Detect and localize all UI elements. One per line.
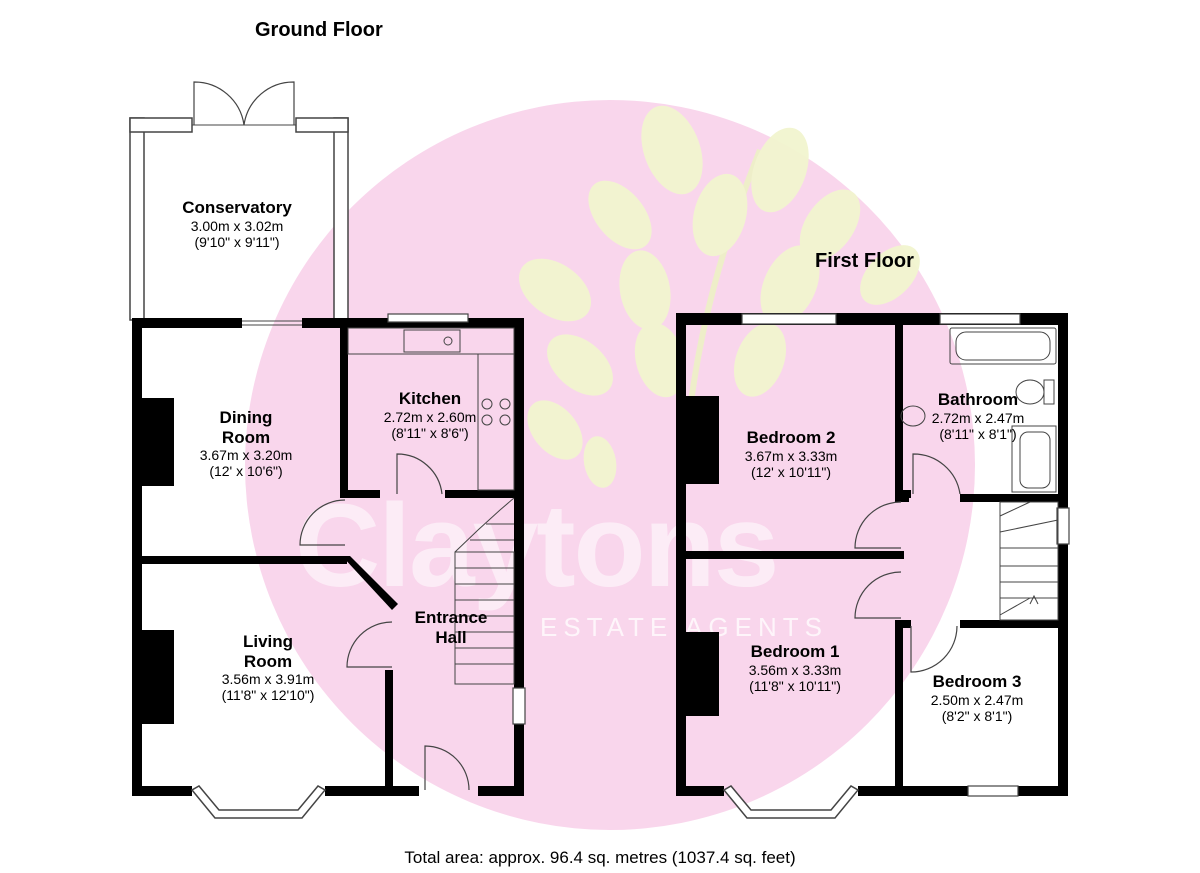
- kitchen-door: [396, 453, 443, 495]
- room-name: Living Room: [242, 632, 294, 671]
- bedroom3-door: [910, 625, 958, 673]
- room-name: Conservatory: [182, 198, 292, 217]
- room-name: Bathroom: [937, 390, 1019, 409]
- room-dimensions: 3.67m x 3.33m: [744, 447, 838, 464]
- room-label-bathroom: Bathroom 2.72m x 2.47m (8'11" x 8'1"): [932, 390, 1025, 442]
- room-dimensions: 2.50m x 2.47m: [930, 691, 1024, 708]
- bath: [949, 327, 1057, 365]
- watermark-leaves: [518, 105, 920, 488]
- room-label-entrance-hall: Entrance Hall: [415, 608, 488, 647]
- kitchen-units: [347, 327, 515, 491]
- room-dimensions: 3.67m x 3.20m: [199, 447, 293, 464]
- bedroom1-door: [854, 571, 902, 619]
- room-dimensions-imperial: (8'2" x 8'1"): [941, 707, 1013, 724]
- room-label-living-room: Living Room 3.56m x 3.91m (11'8" x 12'10…: [222, 632, 315, 703]
- room-dimensions-imperial: (8'11" x 8'6"): [391, 424, 469, 441]
- conservatory-french-doors: [193, 81, 295, 126]
- bedroom2-window: [741, 313, 837, 325]
- first-bay-window: [722, 785, 860, 819]
- hob-ring: [481, 398, 493, 410]
- room-dimensions-imperial: (11'8" x 12'10"): [221, 687, 315, 704]
- hall-window: [512, 687, 526, 725]
- kitchen-sink: [403, 329, 461, 353]
- ground-stairs: [454, 497, 515, 685]
- first-floor-title: First Floor: [815, 250, 914, 272]
- room-label-bedroom-2: Bedroom 2 3.67m x 3.33m (12' x 10'11"): [745, 428, 838, 480]
- room-name: Dining Room: [219, 408, 273, 447]
- ground-floor-doors: [299, 453, 470, 791]
- first-floor-doors: [854, 453, 961, 673]
- room-dimensions: 2.72m x 2.47m: [931, 409, 1025, 426]
- room-name: Bedroom 1: [750, 642, 840, 661]
- room-dimensions: 3.56m x 3.33m: [748, 661, 842, 678]
- room-name: Entrance Hall: [414, 608, 488, 647]
- ground-floor-walls: [132, 318, 524, 796]
- bedroom2-door: [854, 501, 902, 549]
- ground-bay-window: [190, 785, 327, 819]
- total-area: Total area: approx. 96.4 sq. metres (103…: [404, 848, 796, 867]
- ground-floor-title: Ground Floor: [255, 19, 383, 41]
- bathroom-door: [912, 453, 961, 495]
- landing-window: [1056, 507, 1070, 545]
- room-dimensions-imperial: (9'10" x 9'11"): [194, 233, 280, 250]
- room-dimensions-imperial: (12' x 10'6"): [209, 463, 283, 480]
- room-dimensions: 2.72m x 2.60m: [383, 408, 477, 425]
- room-label-kitchen: Kitchen 2.72m x 2.60m (8'11" x 8'6"): [384, 389, 477, 441]
- room-name: Bedroom 2: [746, 428, 836, 447]
- dining-door: [299, 499, 346, 546]
- room-label-bedroom-3: Bedroom 3 2.50m x 2.47m (8'2" x 8'1"): [931, 672, 1024, 724]
- room-label-bedroom-1: Bedroom 1 3.56m x 3.33m (11'8" x 10'11"): [749, 642, 842, 694]
- front-door: [424, 745, 470, 791]
- room-dimensions: 3.56m x 3.91m: [221, 671, 315, 688]
- room-label-dining-room: Dining Room 3.67m x 3.20m (12' x 10'6"): [200, 408, 293, 479]
- first-floor-plan: [676, 313, 1070, 819]
- room-dimensions: 3.00m x 3.02m: [190, 217, 284, 234]
- dining-sliding-door: [242, 320, 302, 326]
- room-name: Bedroom 3: [932, 672, 1022, 691]
- bedroom3-window: [967, 785, 1019, 797]
- shower: [1011, 425, 1057, 493]
- ground-floor-plan: [129, 81, 526, 819]
- room-dimensions-imperial: (12' x 10'11"): [750, 463, 832, 480]
- room-dimensions-imperial: (11'8" x 10'11"): [749, 677, 841, 694]
- living-door: [346, 621, 393, 668]
- bathroom-fittings: [900, 327, 1057, 493]
- kitchen-window: [387, 313, 469, 323]
- room-name: Kitchen: [398, 389, 462, 408]
- room-label-conservatory: Conservatory 3.00m x 3.02m (9'10" x 9'11…: [182, 198, 292, 250]
- wash-basin: [900, 405, 926, 427]
- first-stairs: [999, 501, 1059, 621]
- room-dimensions-imperial: (8'11" x 8'1"): [939, 425, 1017, 442]
- bathroom-window: [939, 313, 1021, 325]
